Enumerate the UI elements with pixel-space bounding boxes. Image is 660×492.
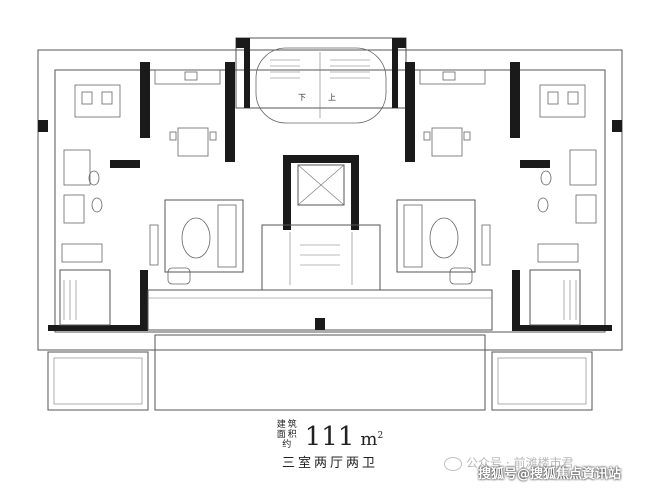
area-unit-sup: 2	[377, 431, 384, 441]
right-unit	[396, 62, 622, 411]
stair-up-label: 上	[328, 93, 336, 102]
wechat-icon	[444, 456, 462, 471]
account-watermark: 公众号 · 前滩楼市君	[444, 454, 573, 471]
area-unit: m2	[360, 426, 383, 450]
stair-core: 下 上	[255, 47, 387, 124]
account-watermark-text: 公众号 · 前滩楼市君	[466, 456, 574, 470]
area-value: 111	[304, 422, 355, 452]
outer-walls	[37, 37, 623, 351]
elevator-core	[261, 155, 381, 291]
layout-description: 三室两厅两卫	[281, 456, 378, 471]
stair-down-label: 下	[298, 93, 306, 102]
site-watermark: 搜狐号@搜狐焦点資讯站	[478, 467, 622, 482]
area-label: 建筑面积约	[276, 420, 299, 450]
area-unit-base: m	[360, 429, 378, 450]
left-unit	[38, 62, 244, 411]
area-caption: 建筑面积约 111 m2	[0, 420, 660, 450]
south-terrace	[147, 289, 493, 411]
